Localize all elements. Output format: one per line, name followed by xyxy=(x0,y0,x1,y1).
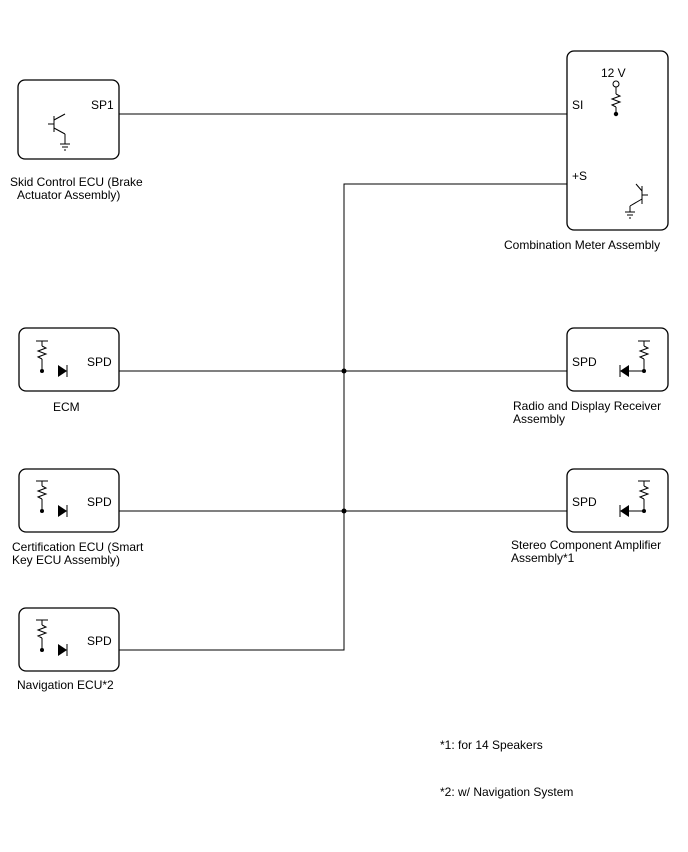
transistor-icon xyxy=(48,113,70,151)
component-label: ECM xyxy=(53,400,80,414)
voltage-label: 12 V xyxy=(601,66,626,80)
footnote-2: *2: w/ Navigation System xyxy=(440,785,574,799)
component-label: Combination Meter Assembly xyxy=(504,238,660,252)
pin-label-si: SI xyxy=(572,98,583,112)
pin-label-spd: SPD xyxy=(572,355,597,369)
skid-control-ecu: SP1 Skid Control ECU (Brake Actuator Ass… xyxy=(10,79,143,202)
radio-box xyxy=(566,327,669,392)
component-label: Assembly*1 xyxy=(511,551,575,565)
component-label: Actuator Assembly) xyxy=(17,188,120,202)
component-label: Navigation ECU*2 xyxy=(17,678,114,692)
skid-control-ecu-box xyxy=(17,79,120,160)
component-label: Certification ECU (Smart xyxy=(12,540,144,554)
junction-dot xyxy=(40,648,44,652)
wire-plus-s-bus xyxy=(120,183,636,651)
pin-label-plus-s: +S xyxy=(572,169,587,183)
pull-up-resistor-icon xyxy=(36,340,48,371)
junction-dot xyxy=(40,369,44,373)
pin-label-spd: SPD xyxy=(87,634,112,648)
wires xyxy=(65,113,636,651)
diode-icon xyxy=(619,505,629,517)
pin-label-spd: SPD xyxy=(87,355,112,369)
combination-meter-box xyxy=(566,50,669,231)
ecm-box xyxy=(18,327,120,392)
diode-icon xyxy=(58,505,68,517)
junction-dot xyxy=(341,508,347,514)
ecm: SPD ECM xyxy=(18,327,120,414)
combination-meter-assembly: 12 V SI +S Combination Meter Assembly xyxy=(504,50,669,252)
transistor-icon xyxy=(625,183,648,219)
junction-dot xyxy=(341,368,347,374)
stereo-amplifier-box xyxy=(566,468,669,533)
component-label: Assembly xyxy=(513,412,565,426)
component-label: Stereo Component Amplifier xyxy=(511,538,661,552)
diode-icon xyxy=(58,365,68,377)
stereo-component-amplifier: SPD Stereo Component Amplifier Assembly*… xyxy=(511,468,669,565)
pull-up-resistor-icon xyxy=(629,340,650,372)
certification-ecu: SPD Certification ECU (Smart Key ECU Ass… xyxy=(12,468,144,567)
navigation-ecu: SPD Navigation ECU*2 xyxy=(17,607,120,692)
junction-dot xyxy=(40,509,44,513)
pin-label-sp1: SP1 xyxy=(91,98,114,112)
pin-label-spd: SPD xyxy=(572,495,597,509)
diode-icon xyxy=(619,365,629,377)
certification-ecu-box xyxy=(18,468,120,533)
component-label: Radio and Display Receiver xyxy=(513,399,661,413)
junction-dot xyxy=(642,509,646,513)
component-label: Skid Control ECU (Brake xyxy=(10,175,143,189)
footnote-1: *1: for 14 Speakers xyxy=(440,738,543,752)
component-label: Key ECU Assembly) xyxy=(12,553,120,567)
radio-display-receiver: SPD Radio and Display Receiver Assembly xyxy=(513,327,669,426)
junction-dot xyxy=(613,111,619,117)
navigation-ecu-box xyxy=(18,607,120,672)
junction-dot xyxy=(642,369,646,373)
diode-icon xyxy=(58,644,68,656)
pin-label-spd: SPD xyxy=(87,495,112,509)
